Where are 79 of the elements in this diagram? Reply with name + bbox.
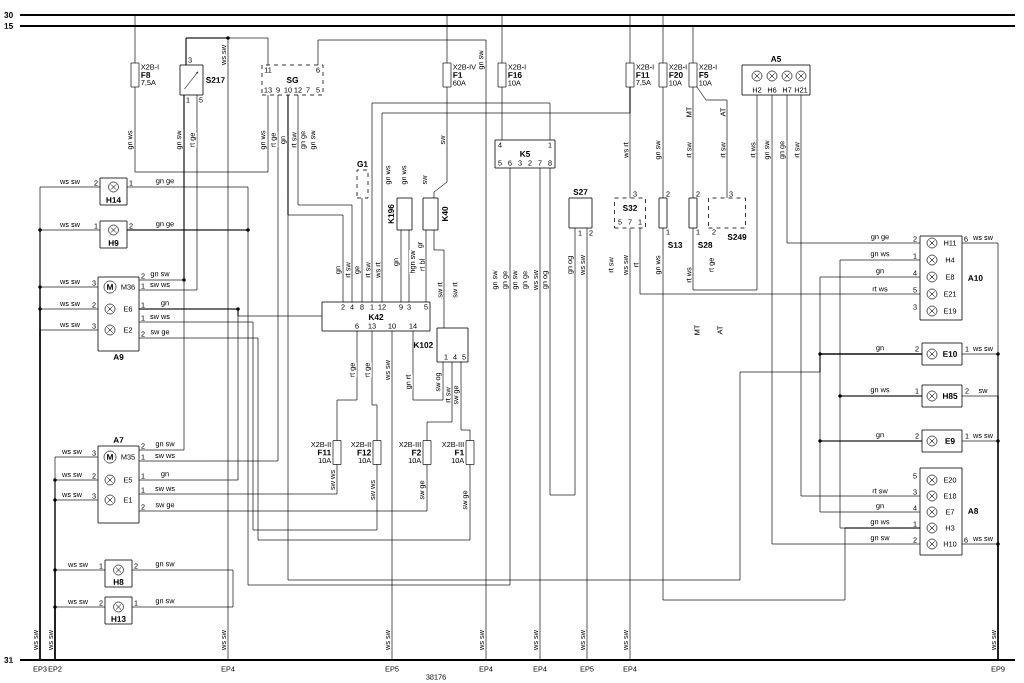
wire [138, 94, 279, 462]
wire [629, 15, 631, 64]
wire [138, 464, 428, 512]
wire [839, 395, 923, 529]
wire [412, 330, 444, 401]
wire [54, 606, 106, 660]
wire [336, 330, 358, 441]
wire [696, 86, 728, 199]
bus-bar: 31 [4, 657, 1015, 663]
component-box: H13 [104, 596, 133, 625]
wire [819, 276, 923, 355]
wire [371, 102, 551, 303]
component-box: S27 [568, 189, 593, 229]
wire [138, 464, 338, 495]
wire [408, 229, 410, 303]
node-label: G1 [357, 161, 368, 167]
wire [400, 229, 402, 303]
wire [629, 227, 631, 660]
wire [446, 15, 448, 64]
wire [138, 308, 239, 481]
wire [126, 186, 249, 231]
wire [586, 227, 588, 660]
component-box: H9 [99, 220, 128, 249]
wire [692, 26, 694, 64]
node-label: 30 [4, 12, 13, 18]
wire [692, 86, 694, 199]
wire [134, 15, 136, 64]
component-box: H8 [104, 559, 133, 588]
wire [819, 440, 923, 513]
wire [771, 94, 921, 545]
wire [126, 167, 511, 586]
wire [786, 94, 921, 244]
wire [185, 37, 229, 660]
wire [425, 229, 427, 303]
wire [371, 330, 378, 441]
node-label: K40 [442, 206, 448, 222]
wire [662, 15, 664, 64]
wire [501, 15, 503, 64]
bus-bar: 15 [4, 23, 1015, 29]
node-label: K102 [413, 342, 433, 348]
wire [549, 167, 576, 496]
bus-bar: 30 [4, 12, 1015, 18]
wire [131, 569, 234, 608]
wire [138, 94, 198, 291]
wire [662, 86, 664, 199]
wire [539, 167, 541, 660]
wire [138, 337, 471, 541]
wire [639, 227, 921, 295]
wire [800, 94, 921, 497]
node-label: K196 [388, 204, 394, 224]
wire [460, 361, 471, 441]
wire [287, 94, 923, 581]
component-box: S217 [179, 64, 225, 96]
wire [433, 86, 448, 199]
wire [317, 39, 487, 660]
component-box: K40 [422, 197, 448, 231]
component-box: K196 [388, 197, 413, 231]
wire [297, 94, 353, 303]
wire [134, 86, 269, 173]
node-label: 31 [4, 657, 13, 663]
wire [361, 197, 363, 303]
wire [501, 86, 503, 141]
wire [138, 321, 378, 531]
component-box: G1 [356, 161, 369, 199]
component-box: E9 [921, 429, 963, 453]
wire [433, 229, 445, 329]
wire [961, 543, 999, 660]
component-box: H85 [921, 384, 963, 408]
wire [692, 94, 758, 291]
wire [839, 259, 923, 397]
wire [426, 361, 453, 441]
component-box: H14 [99, 177, 128, 206]
component-box: E10 [921, 342, 963, 366]
node-label: 15 [4, 23, 13, 29]
wire [381, 86, 631, 303]
node-label: S32 [622, 205, 638, 211]
wire [662, 227, 921, 601]
wire [391, 330, 393, 660]
wire [138, 94, 185, 451]
